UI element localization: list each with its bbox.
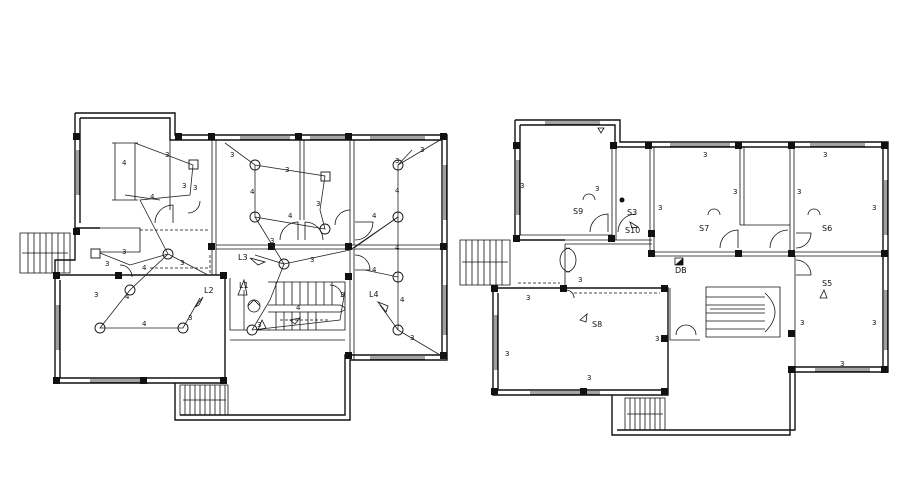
right-plan-doors — [559, 213, 812, 336]
wire-count: 3 — [420, 146, 424, 154]
wire-count: 3 — [180, 259, 184, 267]
left-plan-switch-arrows — [194, 257, 389, 331]
wire-count: 4 — [250, 188, 255, 196]
wire-count: 3 — [658, 204, 662, 212]
right-plan-central-stairs — [705, 286, 781, 338]
left-plan-doors — [119, 200, 374, 298]
wire-count: 3 — [505, 350, 509, 358]
label-db: DB — [675, 266, 687, 275]
wire-count: 4 — [142, 264, 147, 272]
wire-count: 4 — [372, 266, 377, 274]
wire-count: 4 — [296, 304, 301, 312]
wire-count: 4 — [125, 293, 130, 301]
label-s5: S5 — [822, 279, 832, 288]
left-plan-entry-stairs — [19, 232, 71, 274]
wire-count: 3 — [230, 151, 234, 159]
left-plan-light-points — [90, 142, 404, 336]
left-plan-wire-counts: 4 3 4 3 3 3 3 4 4 3 3 3 4 4 3 3 4 4 4 3 … — [94, 146, 424, 342]
wire-count: 3 — [578, 276, 582, 284]
label-l4: L4 — [369, 290, 379, 299]
wire-count: 3 — [193, 184, 197, 192]
wire-count: 4 — [122, 159, 127, 167]
left-plan-columns — [53, 133, 447, 384]
wire-count: 3 — [122, 248, 126, 256]
left-plan-bottom-stairs — [179, 384, 229, 416]
wire-count: 3 — [105, 260, 109, 268]
wire-count: 4 — [142, 320, 147, 328]
label-s3: S3 — [627, 208, 637, 217]
right-plan-walls — [492, 119, 889, 436]
right-plan-entry-stairs — [459, 239, 511, 286]
left-plan-walls — [54, 112, 448, 421]
wire-count: 3 — [182, 182, 186, 190]
label-l2: L2 — [204, 286, 214, 295]
wire-count: 3 — [655, 335, 659, 343]
wire-count: 3 — [395, 157, 399, 165]
wire-count: 4 — [150, 193, 155, 201]
wire-count: 3 — [310, 256, 314, 264]
wire-count: 3 — [703, 151, 707, 159]
label-s8: S8 — [592, 320, 602, 329]
left-plan-light-labels: L1 L2 L3 L4 — [204, 253, 379, 299]
right-plan-switch-arrows — [579, 127, 828, 323]
label-s6: S6 — [822, 224, 832, 233]
wire-count: 3 — [257, 321, 261, 329]
right-plan-dashed-openings — [518, 282, 660, 294]
wire-count: 4 — [395, 244, 400, 252]
wire-count: 3 — [797, 188, 801, 196]
label-s10: S10 — [625, 226, 640, 235]
wire-count: 3 — [340, 291, 344, 299]
left-plan-central-stairs — [247, 281, 346, 331]
wire-count: 3 — [94, 291, 98, 299]
label-s9: S9 — [573, 207, 583, 216]
wire-count: 3 — [520, 182, 524, 190]
wire-count: 3 — [165, 151, 169, 159]
wire-count: 3 — [872, 204, 876, 212]
wire-count: 3 — [595, 185, 599, 193]
right-plan-wire-counts: 3 3 3 3 3 3 3 3 3 3 3 3 3 3 3 3 — [505, 151, 876, 382]
wire-count: 4 — [400, 296, 405, 304]
left-floor-plan: 4 3 4 3 3 3 3 4 4 3 3 3 4 4 3 3 4 4 4 3 … — [19, 112, 448, 421]
wire-count: 3 — [733, 188, 737, 196]
wire-count: 3 — [823, 151, 827, 159]
left-plan-wiring — [99, 139, 441, 356]
label-l3: L3 — [238, 253, 248, 262]
label-l1: L1 — [239, 281, 249, 290]
wire-count: 4 — [288, 212, 293, 220]
left-plan-dashed-openings — [140, 229, 330, 321]
wire-count: 3 — [526, 294, 530, 302]
wire-count: 3 — [188, 314, 192, 322]
wire-count: 3 — [800, 319, 804, 327]
right-plan-columns — [491, 142, 888, 395]
wire-count: 4 — [395, 187, 400, 195]
wire-count: 4 — [372, 212, 377, 220]
right-plan-switch-labels: S5 S6 S7 S8 S9 S10 S3 DB — [573, 207, 832, 329]
wire-count: 3 — [270, 237, 274, 245]
wire-count: 3 — [587, 374, 591, 382]
label-s7: S7 — [699, 224, 709, 233]
wire-count: 3 — [285, 166, 289, 174]
wire-count: 3 — [840, 360, 844, 368]
wire-count: 3 — [872, 319, 876, 327]
right-floor-plan: 3 3 3 3 3 3 3 3 3 3 3 3 3 3 3 3 S5 S6 S7… — [459, 119, 889, 436]
right-plan-bottom-stairs — [624, 397, 666, 431]
wire-count: 3 — [410, 334, 414, 342]
wire-count: 3 — [316, 200, 320, 208]
